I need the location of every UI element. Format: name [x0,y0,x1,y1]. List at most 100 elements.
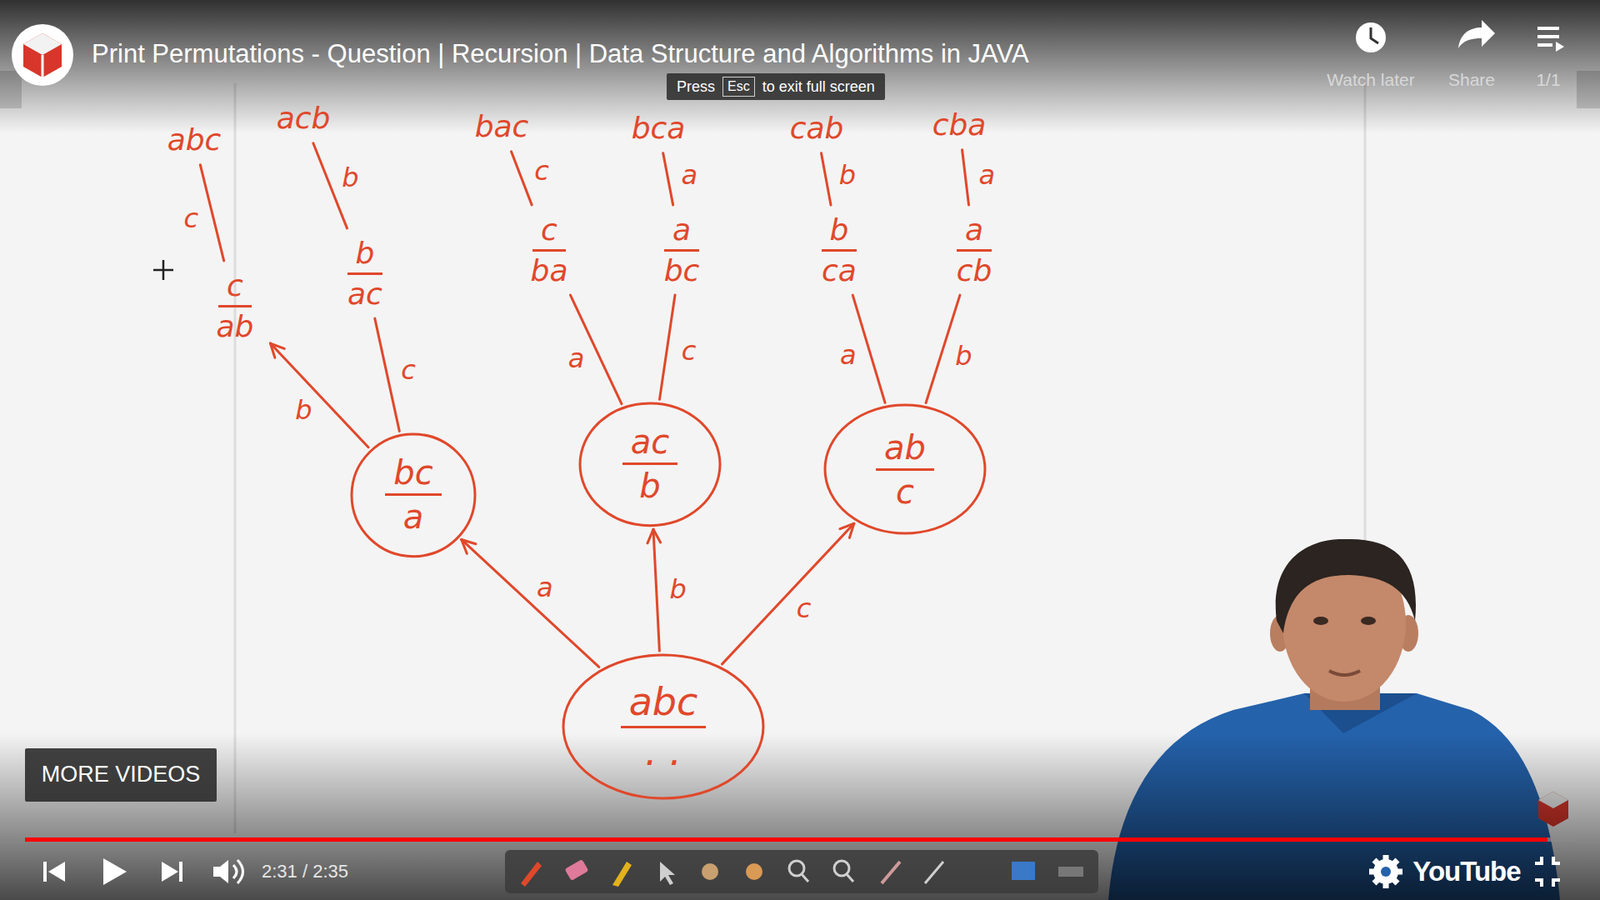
edge-label: b [292,396,315,424]
edge-label: c [531,157,552,185]
tree-branch [722,523,855,665]
text-stack: acb [948,213,1001,287]
circle-stroke [825,405,985,534]
partial-result: abc [652,210,712,290]
permutation-leaf: abc [155,120,234,160]
settings-gear [1369,855,1403,889]
branch-line [200,165,224,261]
header-action: Share [1448,70,1495,90]
circle-stroke [580,403,720,526]
node-text: cab [781,111,853,145]
node-text: a [664,213,700,252]
text-stack: bca [813,213,865,287]
arrow-head [653,529,661,543]
node-subtext: cb [948,254,1001,288]
partial-result: bca [810,210,869,290]
tree-branch [270,343,369,448]
cursor-cross [153,260,174,280]
branch-line [821,153,831,205]
time-display: 2:31 / 2:35 [261,860,349,882]
node-subtext: ba [522,254,577,288]
branch-line [663,153,674,205]
edge-label: a [565,345,588,372]
node-text: ab [875,429,935,471]
progress-track [25,837,1575,842]
branch-line [722,523,855,665]
edge-label: a [534,574,556,601]
node-text: abc [159,123,230,157]
circle-stroke [563,655,764,799]
arrow-head [849,523,854,538]
header-action: Watch later [1326,70,1415,90]
playlist-count: 1/1 [1535,70,1560,90]
exit-fullscreen-icon [1535,856,1560,887]
branch-line [461,539,600,667]
arrow-head [461,539,476,544]
branch-line [510,151,532,205]
node-text: bca [623,111,695,145]
board-toolbar [505,850,1099,894]
tree-branch [510,151,532,205]
board-divider [1364,83,1367,584]
edge-label: a [976,161,999,189]
tree-branch [663,153,674,205]
edge-label: b [952,342,975,370]
edge-label: a [837,341,860,369]
branch-line [962,150,970,205]
circle-stroke [351,434,475,557]
node-subtext: bc [655,254,709,288]
more-videos-button: MORE VIDEOS [25,748,217,802]
edge-label: c [679,337,700,365]
node-subtext: ac [339,277,391,311]
tree-branch [200,165,224,261]
text-stack: cab [781,111,853,145]
node-text: b [821,213,858,252]
partial-result: cab [205,265,266,346]
subproblem-circle: bca [350,432,477,559]
permutation-leaf: acb [265,98,343,139]
node-text: c [218,269,252,308]
edge-label: c [398,356,419,384]
partial-result: bac [335,233,395,314]
tree-branch [821,153,831,205]
tree-branch [962,150,970,205]
fullscreen-hint: PressEscto exit full screen [666,73,885,100]
playlist-icon [1537,26,1565,52]
branch-line [375,318,400,431]
edge-label: b [836,161,859,189]
edge-label: b [666,575,689,603]
partial-result: acb [945,210,1005,290]
node-subtext: a [395,498,433,535]
edge-label: c [180,205,201,232]
text-stack: abc [875,429,935,510]
branch-line [653,529,660,651]
node-text: acb [268,101,340,135]
text-stack: bac [466,110,538,144]
node-subtext: c [887,473,923,510]
branch-line [270,343,369,448]
node-text: abc [620,680,707,729]
arrow-head [270,343,285,349]
watch-later-icon [1355,22,1386,53]
node-text: bc [385,454,441,496]
node-text: cba [924,108,995,142]
node-subtext: b [630,467,669,505]
node-text: c [532,213,566,252]
tree-branch [461,539,600,667]
text-stack: abc [159,123,230,157]
text-stack: cba [522,213,577,287]
node-subtext: ca [813,254,865,288]
key-cap: Esc [722,76,755,97]
permutation-leaf: bca [620,108,698,149]
node-text: b [347,236,384,275]
hint-text: to exit full screen [762,78,875,96]
edge-label: c [794,595,815,622]
text-stack: abc [655,213,709,287]
tree-branch [659,295,675,400]
root-circle: abc. . [561,653,765,800]
text-stack: abc. . [620,680,707,773]
tree-branch [375,318,400,431]
partial-result: cba [519,210,580,290]
branch-line [659,295,675,400]
